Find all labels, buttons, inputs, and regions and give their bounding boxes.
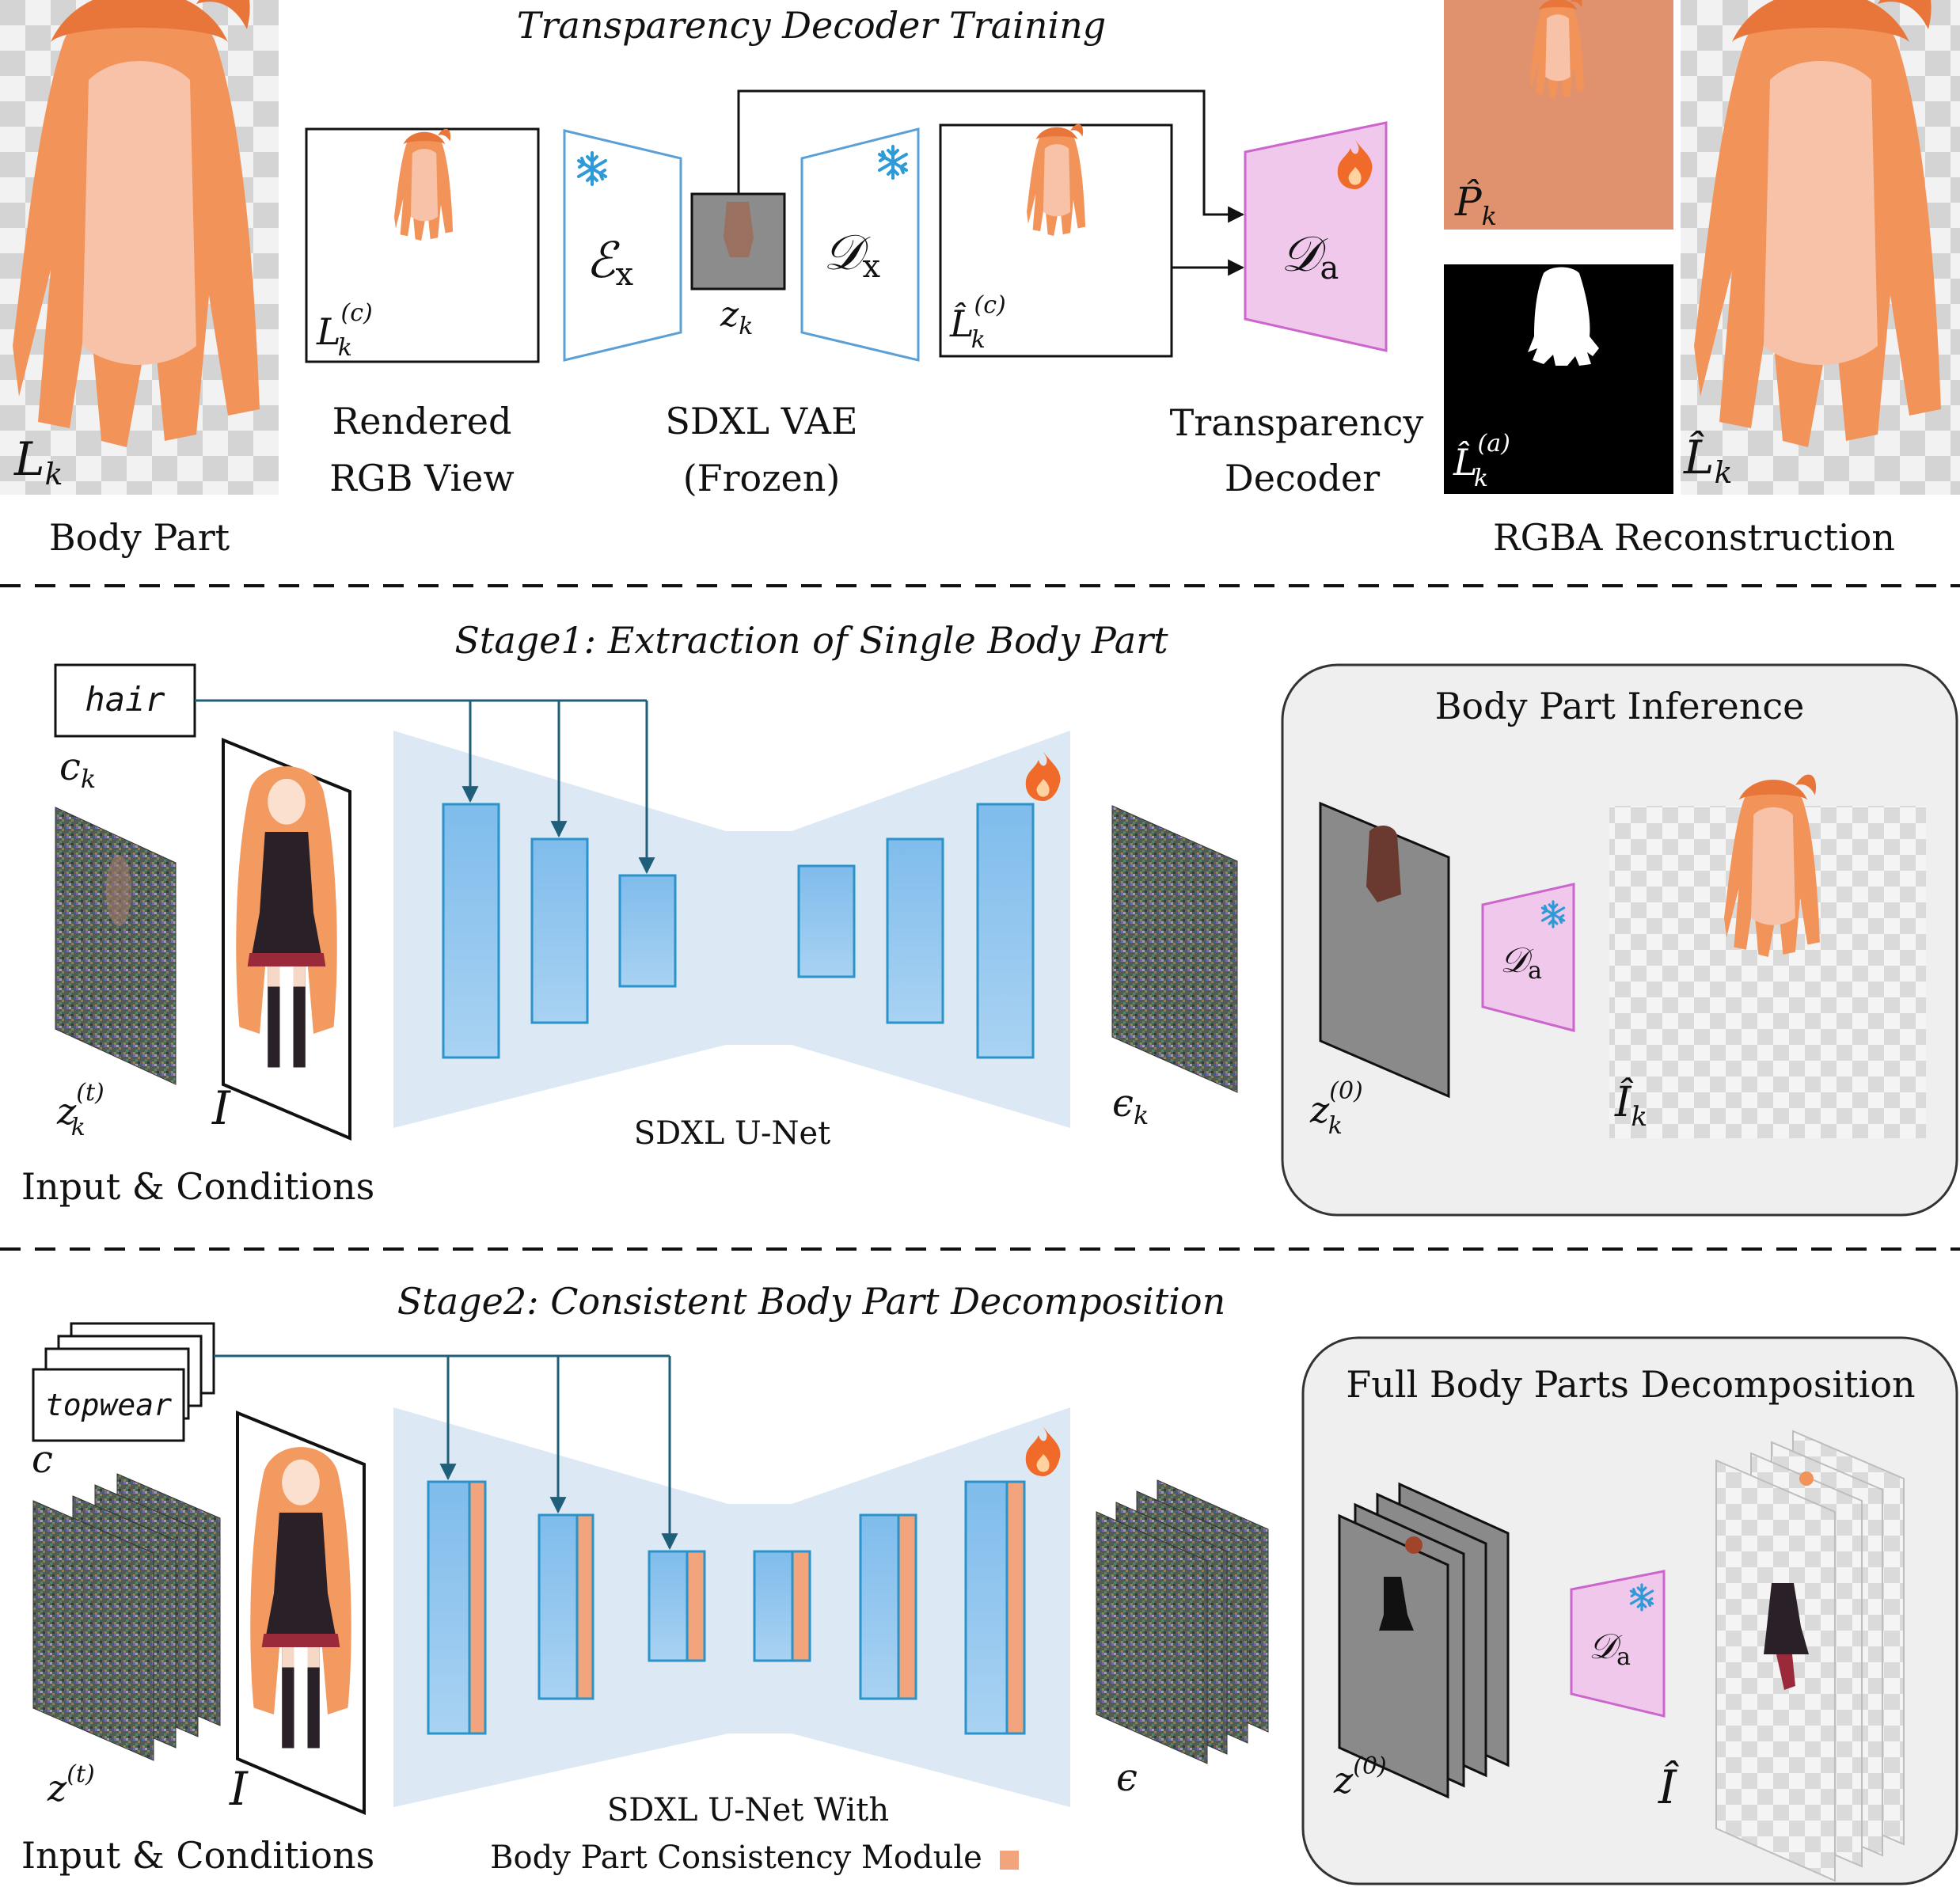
vae-label-1: SDXL VAE	[665, 400, 857, 442]
stage2-condition-stack	[32, 1322, 215, 1442]
stage2-latent0-hair-blob	[1405, 1536, 1423, 1554]
p-hat-image	[1444, 0, 1673, 230]
latent-symbol: zk	[720, 294, 753, 340]
stage2-unet-label-2: Body Part Consistency Module	[490, 1840, 982, 1876]
stage2-block-up-1	[753, 1550, 811, 1662]
body-part-image	[0, 0, 279, 495]
stage1-condition-text: hair	[85, 680, 165, 719]
rgba-reconstruction-image	[1681, 0, 1960, 495]
stage1-condition-symbol: ck	[59, 745, 96, 794]
consistency-module-legend-swatch	[1000, 1851, 1019, 1870]
stage2-unet-blocks	[427, 1480, 1026, 1735]
stage1-title: Stage1: Extraction of Single Body Part	[454, 619, 1168, 662]
stage1-panel-title: Body Part Inference	[1435, 685, 1805, 727]
stage2-condition-text: topwear	[45, 1388, 172, 1422]
stage2-image-symbol: I	[229, 1762, 249, 1816]
stage2-noise-symbol: ϵ	[1116, 1756, 1138, 1800]
latent-skip-arrow	[737, 89, 1245, 223]
rendered-label-2: RGB View	[329, 457, 515, 499]
stage2-predicted-noise	[1096, 1479, 1269, 1764]
stage1-inputs-label: Input & Conditions	[21, 1165, 374, 1208]
top-title: Transparency Decoder Training	[517, 4, 1106, 47]
stage1-predicted-noise	[1111, 805, 1238, 1093]
stage2-output-symbol: Î	[1658, 1760, 1680, 1814]
stage2-noisy-latents	[32, 1473, 221, 1761]
stage2-unet-label-1: SDXL U-Net With	[607, 1792, 889, 1828]
stage2-output-dress-trim	[1776, 1654, 1795, 1690]
stage2-output-dress	[1764, 1583, 1809, 1654]
stage2-block-down-1	[427, 1480, 487, 1735]
stage2-block-up-3	[964, 1480, 1026, 1735]
transparency-decoder-label-1: Transparency	[1170, 401, 1424, 444]
stage1-block-up-1	[797, 864, 856, 978]
stage2-latent0-dress-silhouette	[1379, 1577, 1414, 1631]
stage1-block-down-3	[618, 874, 677, 988]
stage1-noisy-latent-silhouette	[106, 855, 131, 926]
stage2-block-up-2	[859, 1513, 917, 1700]
rgba-label: RGBA Reconstruction	[1493, 516, 1895, 559]
stage2-title: Stage2: Consistent Body Part Decompositi…	[397, 1280, 1225, 1323]
stage2-condition-symbol: c	[32, 1437, 53, 1482]
stage2-block-down-3	[648, 1550, 706, 1662]
latent-thumbnail	[724, 202, 754, 257]
stage1-output-image	[1609, 774, 1926, 1138]
stage1-condition-arrows	[195, 699, 655, 875]
stage2-decoder-symbol: 𝒟a	[1589, 1627, 1631, 1671]
transparency-decoder-label-2: Decoder	[1225, 457, 1380, 499]
stage1-image-symbol: I	[211, 1081, 231, 1135]
vae-decoder	[800, 127, 920, 362]
stage1-latent0-silhouette	[1366, 826, 1401, 902]
stage1-block-up-3	[976, 803, 1035, 1059]
stage2-block-down-2	[537, 1513, 594, 1700]
vae-label-2: (Frozen)	[683, 457, 841, 499]
stage1-condition-box	[54, 663, 196, 738]
body-part-label: Body Part	[49, 516, 230, 559]
stage1-block-down-2	[530, 837, 589, 1024]
alpha-symbol: L̂(a)k	[1453, 430, 1510, 492]
stage2-condition-arrows	[214, 1354, 678, 1551]
stage1-noisy-symbol: z(t)k	[56, 1079, 104, 1141]
stage2-panel-title: Full Body Parts Decomposition	[1346, 1363, 1915, 1406]
stage1-noisy-latent	[55, 807, 177, 1085]
stage1-unet-label: SDXL U-Net	[634, 1115, 831, 1152]
rendered-label-1: Rendered	[332, 400, 512, 442]
stage1-block-up-2	[886, 837, 944, 1024]
stage1-noise-symbol: ϵk	[1112, 1081, 1149, 1130]
alpha-image	[1444, 264, 1673, 494]
stage2-noisy-symbol: z(t)	[47, 1760, 95, 1809]
stage2-inputs-label: Input & Conditions	[21, 1834, 374, 1877]
vae-encoder	[563, 129, 682, 362]
stage1-block-down-1	[442, 803, 500, 1059]
stage2-latent0-stack	[1338, 1482, 1510, 1799]
stage1-unet-blocks	[442, 803, 1035, 1059]
stage2-output-hair-blob	[1799, 1471, 1814, 1486]
stage1-latent0	[1319, 801, 1450, 1099]
stage2-output-stack	[1715, 1430, 1905, 1882]
